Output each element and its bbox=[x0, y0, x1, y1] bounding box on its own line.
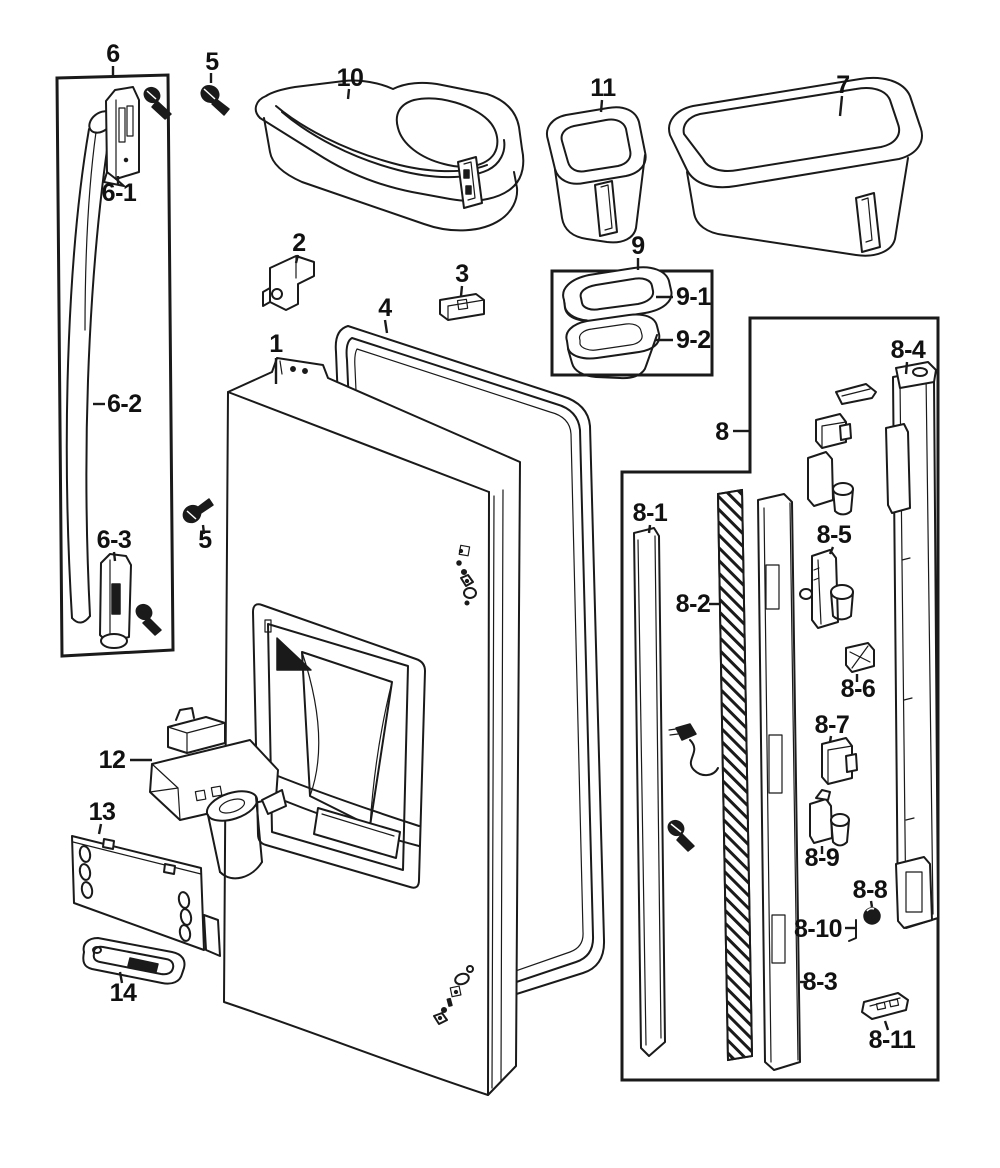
part-8-small-strip bbox=[835, 383, 877, 405]
callout-8-1-text: 8-1 bbox=[633, 499, 668, 527]
callout-12-text: 12 bbox=[99, 746, 126, 774]
part-8-5-hinge: 8-5 bbox=[799, 521, 854, 629]
callout-8-text: 8 bbox=[715, 418, 729, 446]
part-8-small-hinge bbox=[807, 451, 854, 516]
part-8-trim-group: 8 8-1 8-2 8-3 bbox=[620, 316, 940, 1082]
part-8-6-clip: 8-6 bbox=[841, 642, 876, 703]
part-12-dispenser-assembly: 12 bbox=[99, 707, 287, 880]
part-8-7-block: 8-7 bbox=[815, 711, 858, 785]
part-9-1-gasket-ring bbox=[562, 266, 673, 322]
callout-3-text: 3 bbox=[455, 260, 468, 288]
door-marks-upper bbox=[456, 544, 477, 606]
part-8-10-pin: 8-10 bbox=[794, 915, 857, 943]
callout-8-11-text: 8-11 bbox=[869, 1026, 916, 1054]
part-6-3-bracket bbox=[99, 553, 162, 649]
part-8-9-hinge: 8-9 bbox=[805, 789, 850, 872]
callout-8-4-text: 8-4 bbox=[891, 336, 926, 364]
part-8-small-clip bbox=[815, 413, 852, 449]
part-6-handle-assembly: 6 6-1 6-2 6-3 bbox=[55, 40, 175, 658]
callout-9-1: 9-1 bbox=[656, 283, 712, 311]
callout-8-5-text: 8-5 bbox=[817, 521, 852, 549]
part-13-plate: 13 bbox=[71, 798, 221, 957]
callout-9-1-text: 9-1 bbox=[676, 283, 711, 311]
part-5-screw-top: 5 bbox=[200, 48, 230, 116]
callout-9-2: 9-2 bbox=[655, 326, 711, 354]
part-8-2-vent-strip: 8-2 bbox=[676, 488, 754, 1062]
callout-11-text: 11 bbox=[590, 74, 616, 102]
callout-9-text: 9 bbox=[631, 232, 644, 260]
callout-8-10-text: 8-10 bbox=[794, 915, 842, 943]
part-5-screw-mid: 5 bbox=[182, 498, 214, 554]
callout-10-text: 10 bbox=[337, 64, 364, 92]
part-8-3-rail: 8-3 bbox=[757, 493, 838, 1071]
callout-9: 9 bbox=[631, 232, 645, 270]
callout-8-8-text: 8-8 bbox=[853, 876, 888, 904]
callout-7-text: 7 bbox=[836, 71, 849, 99]
part-7-bin: 7 bbox=[668, 71, 923, 257]
callout-8: 8 bbox=[715, 418, 749, 446]
part-8-screw bbox=[667, 819, 695, 852]
callout-5-top-text: 5 bbox=[205, 48, 219, 76]
door-dispenser-recess bbox=[252, 603, 426, 889]
callout-8-6-text: 8-6 bbox=[841, 675, 876, 703]
callout-6-3-text: 6-3 bbox=[97, 526, 132, 554]
callout-13-text: 13 bbox=[89, 798, 116, 826]
callout-5-mid-text: 5 bbox=[198, 526, 212, 554]
part-14-tray: 14 bbox=[82, 937, 186, 1007]
part-8-wire-harness bbox=[668, 723, 719, 776]
part-9-2-tray bbox=[565, 313, 661, 380]
callout-14-text: 14 bbox=[110, 979, 137, 1007]
part-3-cap: 3 bbox=[439, 260, 485, 321]
callout-2-text: 2 bbox=[292, 229, 305, 257]
part-8-11-bracket: 8-11 bbox=[861, 992, 916, 1054]
callout-6: 6 bbox=[106, 40, 120, 77]
callout-1-text: 1 bbox=[269, 330, 283, 358]
part-9-tray-group: 9 9-1 9-2 bbox=[550, 232, 714, 380]
callout-4-text: 4 bbox=[378, 294, 392, 322]
callout-6-1-text: 6-1 bbox=[102, 179, 137, 207]
callout-6-text: 6 bbox=[106, 40, 119, 68]
callout-8-3-text: 8-3 bbox=[803, 968, 838, 996]
part-6-1-bracket bbox=[103, 86, 172, 187]
part-11-bin: 11 bbox=[546, 74, 647, 244]
part-8-1-strip: 8-1 bbox=[633, 499, 668, 1057]
callout-6-2: 6-2 bbox=[93, 390, 142, 418]
part-2-clip: 2 bbox=[262, 229, 315, 311]
part-1-door: 1 bbox=[223, 330, 521, 1096]
callout-8-7-text: 8-7 bbox=[815, 711, 850, 739]
callout-6-3: 6-3 bbox=[97, 526, 132, 562]
callout-8-2-text: 8-2 bbox=[676, 590, 711, 618]
part-10-bin: 10 bbox=[254, 64, 525, 232]
callout-6-2-text: 6-2 bbox=[107, 390, 142, 418]
part-8-8-grommet: 8-8 bbox=[853, 876, 888, 925]
door-marks-lower bbox=[433, 965, 474, 1025]
callout-9-2-text: 9-2 bbox=[676, 326, 711, 354]
part-8-4-rail: 8-4 bbox=[885, 336, 939, 929]
callout-6-1: 6-1 bbox=[102, 176, 137, 207]
callout-4: 4 bbox=[378, 294, 393, 334]
